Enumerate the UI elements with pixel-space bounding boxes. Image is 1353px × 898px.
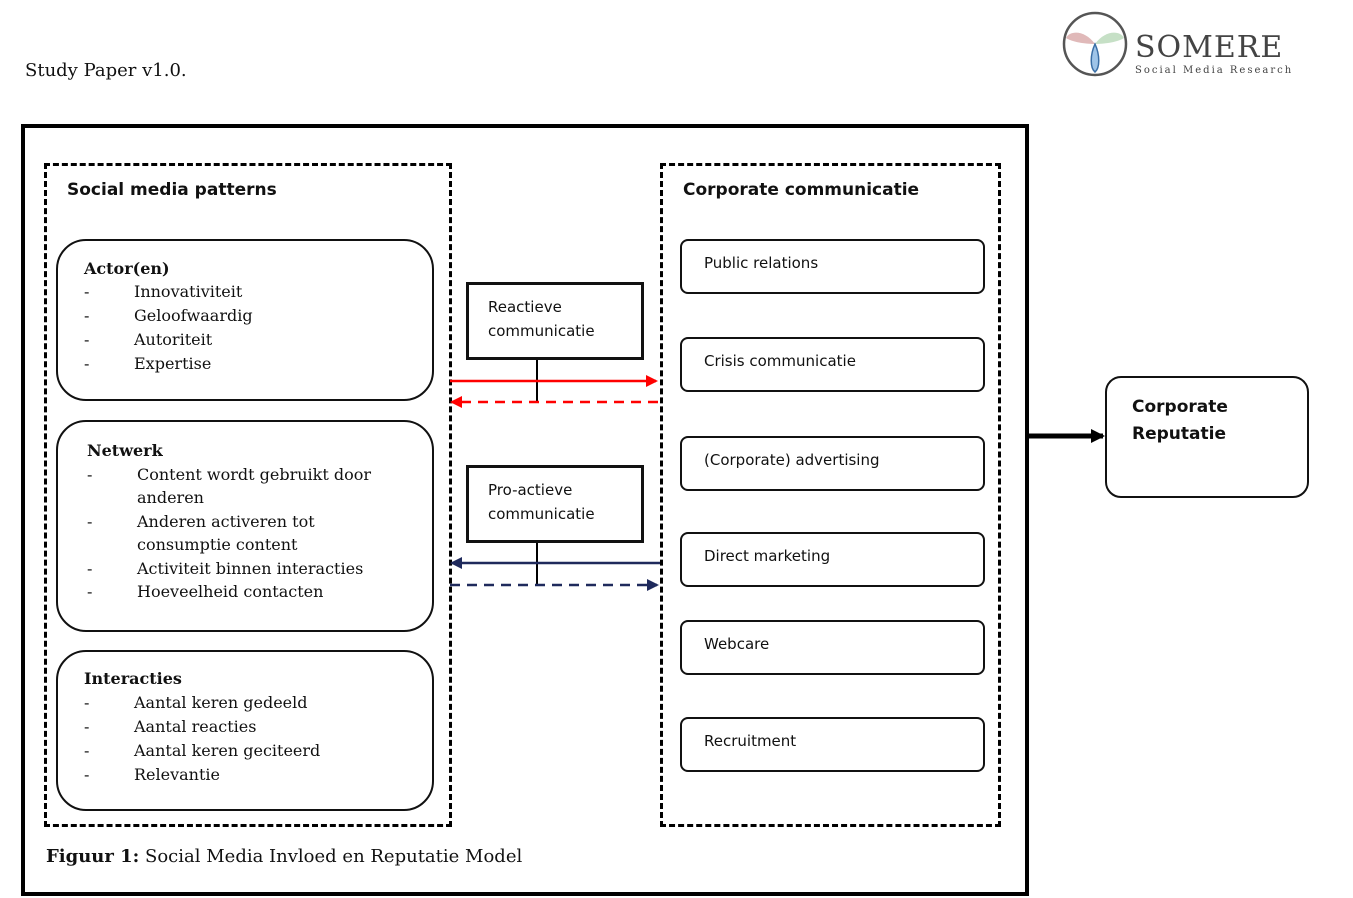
actor-item: Expertise xyxy=(134,354,212,373)
interacties-item: Aantal keren gedeeld xyxy=(134,693,308,712)
logo-emblem-icon xyxy=(1062,11,1128,77)
netwerk-item-continuation: anderen xyxy=(137,488,204,507)
social-media-patterns-group xyxy=(44,163,452,827)
interacties-heading: Interacties xyxy=(84,669,182,688)
cc-item-public-relations xyxy=(680,239,985,294)
cc-item-label: (Corporate) advertising xyxy=(704,451,880,469)
netwerk-box xyxy=(56,420,434,632)
reputatie-line1: Corporate xyxy=(1132,397,1228,417)
cc-item-recruitment xyxy=(680,717,985,772)
proactieve-communicatie-box xyxy=(466,465,644,543)
netwerk-heading: Netwerk xyxy=(87,441,163,460)
figure-caption: Figuur 1: Social Media Invloed en Reputa… xyxy=(46,846,522,867)
corporate-communicatie-group xyxy=(660,163,1001,827)
netwerk-item: Activiteit binnen interacties xyxy=(137,559,364,578)
corporate-reputatie-box xyxy=(1105,376,1309,498)
cc-item-crisis-communicatie xyxy=(680,337,985,392)
reactieve-label-line1: Reactieve xyxy=(488,298,562,316)
cc-item-direct-marketing xyxy=(680,532,985,587)
proactieve-label-line2: communicatie xyxy=(488,505,595,523)
bullet-dash: - xyxy=(84,693,90,712)
bullet-dash: - xyxy=(87,465,93,484)
corporate-communicatie-title: Corporate communicatie xyxy=(683,180,920,200)
bullet-dash: - xyxy=(84,282,90,301)
cc-item-advertising xyxy=(680,436,985,491)
netwerk-item: Content wordt gebruikt door xyxy=(137,465,372,484)
reactieve-label-line2: communicatie xyxy=(488,322,595,340)
document-title: Study Paper v1.0. xyxy=(25,60,187,81)
interacties-item: Aantal keren geciteerd xyxy=(134,741,321,760)
bullet-dash: - xyxy=(84,717,90,736)
reactieve-communicatie-box xyxy=(466,282,644,360)
somere-logo xyxy=(1060,10,1300,80)
bullet-dash: - xyxy=(84,330,90,349)
cc-item-label: Webcare xyxy=(704,635,770,653)
cc-item-webcare xyxy=(680,620,985,675)
bullet-dash: - xyxy=(87,582,93,601)
bullet-dash: - xyxy=(84,765,90,784)
interacties-item: Relevantie xyxy=(134,765,220,784)
actor-item: Innovativiteit xyxy=(134,282,243,301)
caption-label: Figuur 1: xyxy=(46,846,140,867)
netwerk-item: Hoeveelheid contacten xyxy=(137,582,324,601)
figure-frame xyxy=(21,124,1029,896)
logo-name: SOMERE xyxy=(1135,30,1284,65)
interacties-item: Aantal reacties xyxy=(134,717,257,736)
corporate-reputatie-label: Corporate Reputatie xyxy=(1132,394,1228,448)
bullet-dash: - xyxy=(84,354,90,373)
interacties-box xyxy=(56,650,434,811)
social-media-patterns-title: Social media patterns xyxy=(67,180,277,200)
cc-item-label: Direct marketing xyxy=(704,547,831,565)
actor-item: Autoriteit xyxy=(134,330,213,349)
actor-item: Geloofwaardig xyxy=(134,306,253,325)
bullet-dash: - xyxy=(84,306,90,325)
netwerk-item: Anderen activeren tot xyxy=(137,512,315,531)
actor-box xyxy=(56,239,434,401)
actor-heading: Actor(en) xyxy=(84,259,170,278)
cc-item-label: Crisis communicatie xyxy=(704,352,856,370)
logo-subtitle: Social Media Research xyxy=(1135,65,1294,76)
cc-item-label: Recruitment xyxy=(704,732,797,750)
bullet-dash: - xyxy=(84,741,90,760)
proactieve-label-line1: Pro-actieve xyxy=(488,481,573,499)
netwerk-item-continuation: consumptie content xyxy=(137,535,298,554)
reputatie-line2: Reputatie xyxy=(1132,424,1226,444)
cc-item-label: Public relations xyxy=(704,254,819,272)
caption-text: Social Media Invloed en Reputatie Model xyxy=(139,846,523,867)
bullet-dash: - xyxy=(87,512,93,531)
bullet-dash: - xyxy=(87,559,93,578)
